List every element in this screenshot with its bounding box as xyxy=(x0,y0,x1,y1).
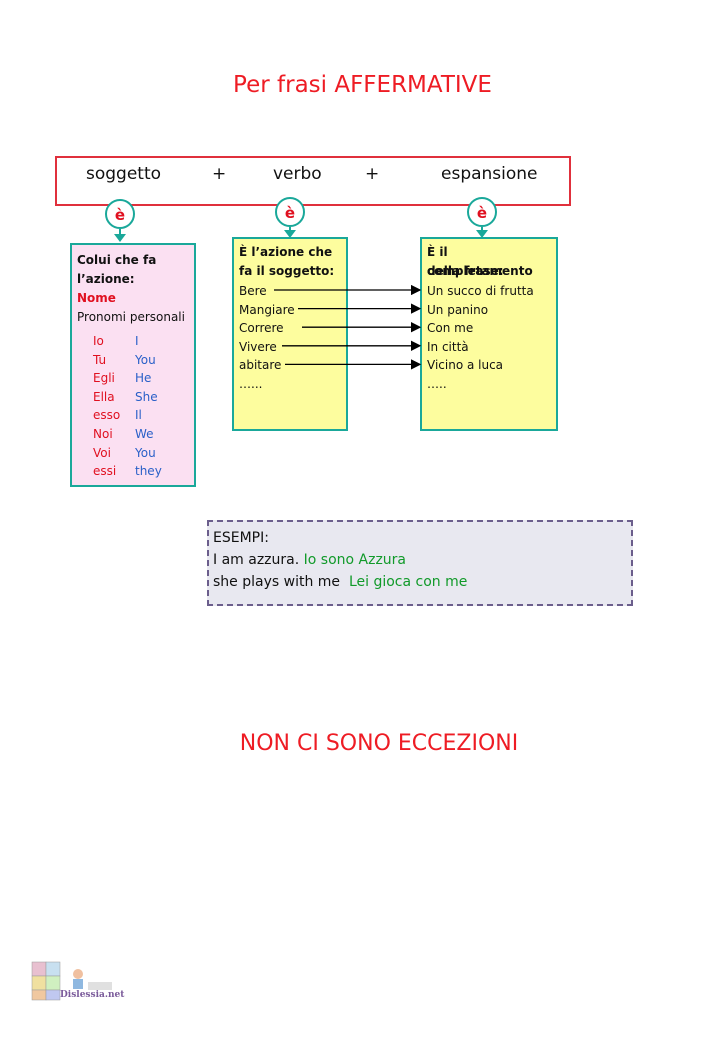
verb-item: Vivere xyxy=(239,339,277,354)
no-exceptions-note: NON CI SONO ECCEZIONI xyxy=(239,731,519,756)
pronoun-italian: Voi xyxy=(93,445,111,460)
formula-plus-2: + xyxy=(365,164,380,184)
pronoun-english: You xyxy=(135,445,156,460)
formula-verb: verbo xyxy=(273,164,322,184)
example-2-italian: Lei gioca con me xyxy=(348,574,468,590)
dislessia-logo: Dislessia.net xyxy=(30,960,124,1002)
expansion-item: Un panino xyxy=(427,302,489,317)
example-1-italian: Io sono Azzura xyxy=(303,552,407,568)
subject-heading-2: l’azione: xyxy=(77,272,135,286)
verb-item: Correre xyxy=(239,321,284,336)
logo-text: Dislessia.net xyxy=(60,990,125,1000)
connector-line-expansion xyxy=(481,227,483,231)
expansion-item: ….. xyxy=(427,377,447,391)
expansion-heading-1: È il completamento xyxy=(427,245,533,278)
example-row-2: she plays with me Lei gioca con me xyxy=(213,571,467,593)
logo-blocks-icon xyxy=(31,961,112,1001)
pronoun-italian: esso xyxy=(93,408,121,423)
examples-label: ESEMPI: xyxy=(213,530,269,546)
pronoun-italian: essi xyxy=(93,464,117,479)
verb-item: Mangiare xyxy=(239,302,295,317)
connector-arrow-expansion xyxy=(476,230,488,238)
expansion-item: Con me xyxy=(427,321,474,336)
pronoun-italian: Egli xyxy=(93,371,115,386)
connector-circle-subject: è xyxy=(105,199,135,229)
pronoun-english: She xyxy=(135,389,158,404)
expansion-heading-2: della frase: xyxy=(427,264,504,278)
pronoun-english: He xyxy=(135,371,152,386)
connector-line-verb xyxy=(289,227,291,231)
expansion-item: Vicino a luca xyxy=(427,358,504,373)
examples-box: ESEMPI: I am azzura. Io sono Azzura she … xyxy=(207,520,633,606)
example-1-english: I am azzura. xyxy=(213,552,300,568)
pronoun-italian: Ella xyxy=(93,389,115,404)
subject-box: Colui che fa l’azione: Nome Pronomi pers… xyxy=(70,243,196,487)
subject-heading-1: Colui che fa xyxy=(77,253,157,267)
verb-item: abitare xyxy=(239,358,282,373)
connector-arrow-verb xyxy=(284,230,296,238)
verb-item: Bere xyxy=(239,284,267,298)
page-title: Per frasi AFFERMATIVE xyxy=(233,72,492,98)
example-2-english: she plays with me xyxy=(213,574,341,590)
expansion-item: In città xyxy=(427,339,469,354)
verb-heading-1: È l’azione che xyxy=(239,245,333,259)
connector-arrow-subject xyxy=(114,234,126,242)
connector-circle-expansion: è xyxy=(467,197,497,227)
pronoun-italian: Io xyxy=(93,334,104,348)
verb-heading-2: fa il soggetto: xyxy=(239,264,335,278)
pronoun-english: I xyxy=(135,334,139,348)
expansion-item: Un succo di frutta xyxy=(427,284,534,298)
expansion-box: È il completamento della frase: Un succo… xyxy=(420,237,558,431)
pronoun-italian: Noi xyxy=(93,427,113,441)
formula-expansion: espansione xyxy=(441,164,538,184)
mapping-arrows xyxy=(274,284,422,370)
example-row-1: I am azzura. Io sono Azzura xyxy=(213,549,406,571)
pronoun-italian: Tu xyxy=(93,352,107,367)
connector-line-subject xyxy=(119,229,121,235)
verb-item: …... xyxy=(239,377,263,391)
subject-highlight: Nome xyxy=(77,291,116,305)
subject-subheading: Pronomi personali xyxy=(77,310,185,324)
pronoun-english: We xyxy=(135,427,154,441)
pronoun-english: Il xyxy=(135,408,142,423)
connector-circle-verb: è xyxy=(275,197,305,227)
pronoun-english: You xyxy=(135,352,156,367)
pronoun-english: they xyxy=(135,464,162,479)
formula-plus-1: + xyxy=(212,164,227,184)
formula-subject: soggetto xyxy=(86,164,162,184)
